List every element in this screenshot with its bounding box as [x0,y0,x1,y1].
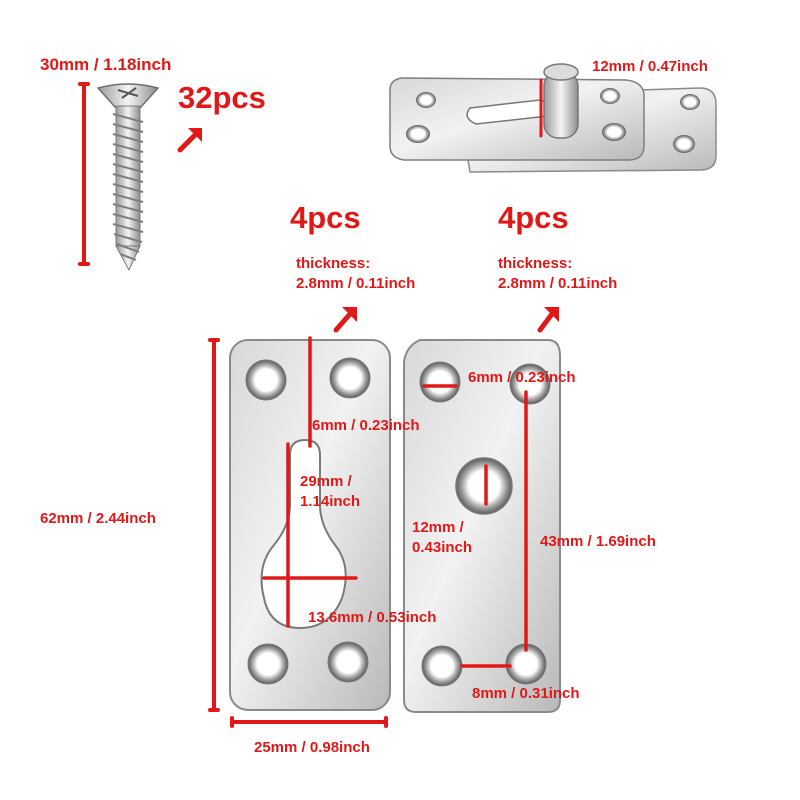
screw-length-dimension-line [78,82,90,266]
screw-quantity-arrow [177,128,202,153]
keyhole-plate-height-dimension-line [208,338,220,712]
pin-base-plate-image [403,339,561,713]
screw-quantity-label: 32pcs [178,80,266,115]
keyhole-plate-thickness-value: 2.8mm / 0.11inch [296,275,416,292]
keyhole-plate-quantity-arrow [333,307,357,333]
pin-base-pin-hole-label-line1: 12mm / [412,519,464,536]
keyhole-slot-dimension-lines [262,336,358,628]
keyhole-plate-thickness-label: thickness: [296,255,371,272]
screw-length-label: 30mm / 1.18inch [40,55,172,74]
keyhole-plate-width-dimension-line [230,716,388,728]
pin-base-horizontal-spacing-label: 8mm / 0.31inch [472,685,580,702]
keyhole-plate-height-label: 62mm / 2.44inch [40,510,156,527]
pin-base-plate-quantity-arrow [537,307,559,333]
pin-base-plate-thickness-value: 2.8mm / 0.11inch [498,275,618,292]
keyhole-slot-length-label-line1: 29mm / [300,473,352,490]
keyhole-plate-quantity-label: 4pcs [290,200,361,235]
keyhole-slot-length-label-line2: 1.14inch [300,493,361,510]
assembled-hinge-image [389,63,717,173]
screw-image [96,83,160,272]
pin-base-vertical-spacing-label: 43mm / 1.69inch [540,533,656,550]
pin-base-hole-diameter-label: 6mm / 0.23inch [468,369,576,386]
pin-height-label: 12mm / 0.47inch [592,58,708,75]
pin-base-plate-quantity-label: 4pcs [498,200,569,235]
pin-base-pin-hole-label-line2: 0.43inch [412,539,473,556]
keyhole-plate-image [229,339,391,711]
pin-base-plate-dimension-lines [422,384,528,668]
keyhole-hole-distance-label: 6mm / 0.23inch [312,417,420,434]
keyhole-plate-width-label: 25mm / 0.98inch [254,739,370,756]
keyhole-slot-width-label: 13.6mm / 0.53inch [308,609,437,626]
pin-base-plate-thickness-label: thickness: [498,255,573,272]
